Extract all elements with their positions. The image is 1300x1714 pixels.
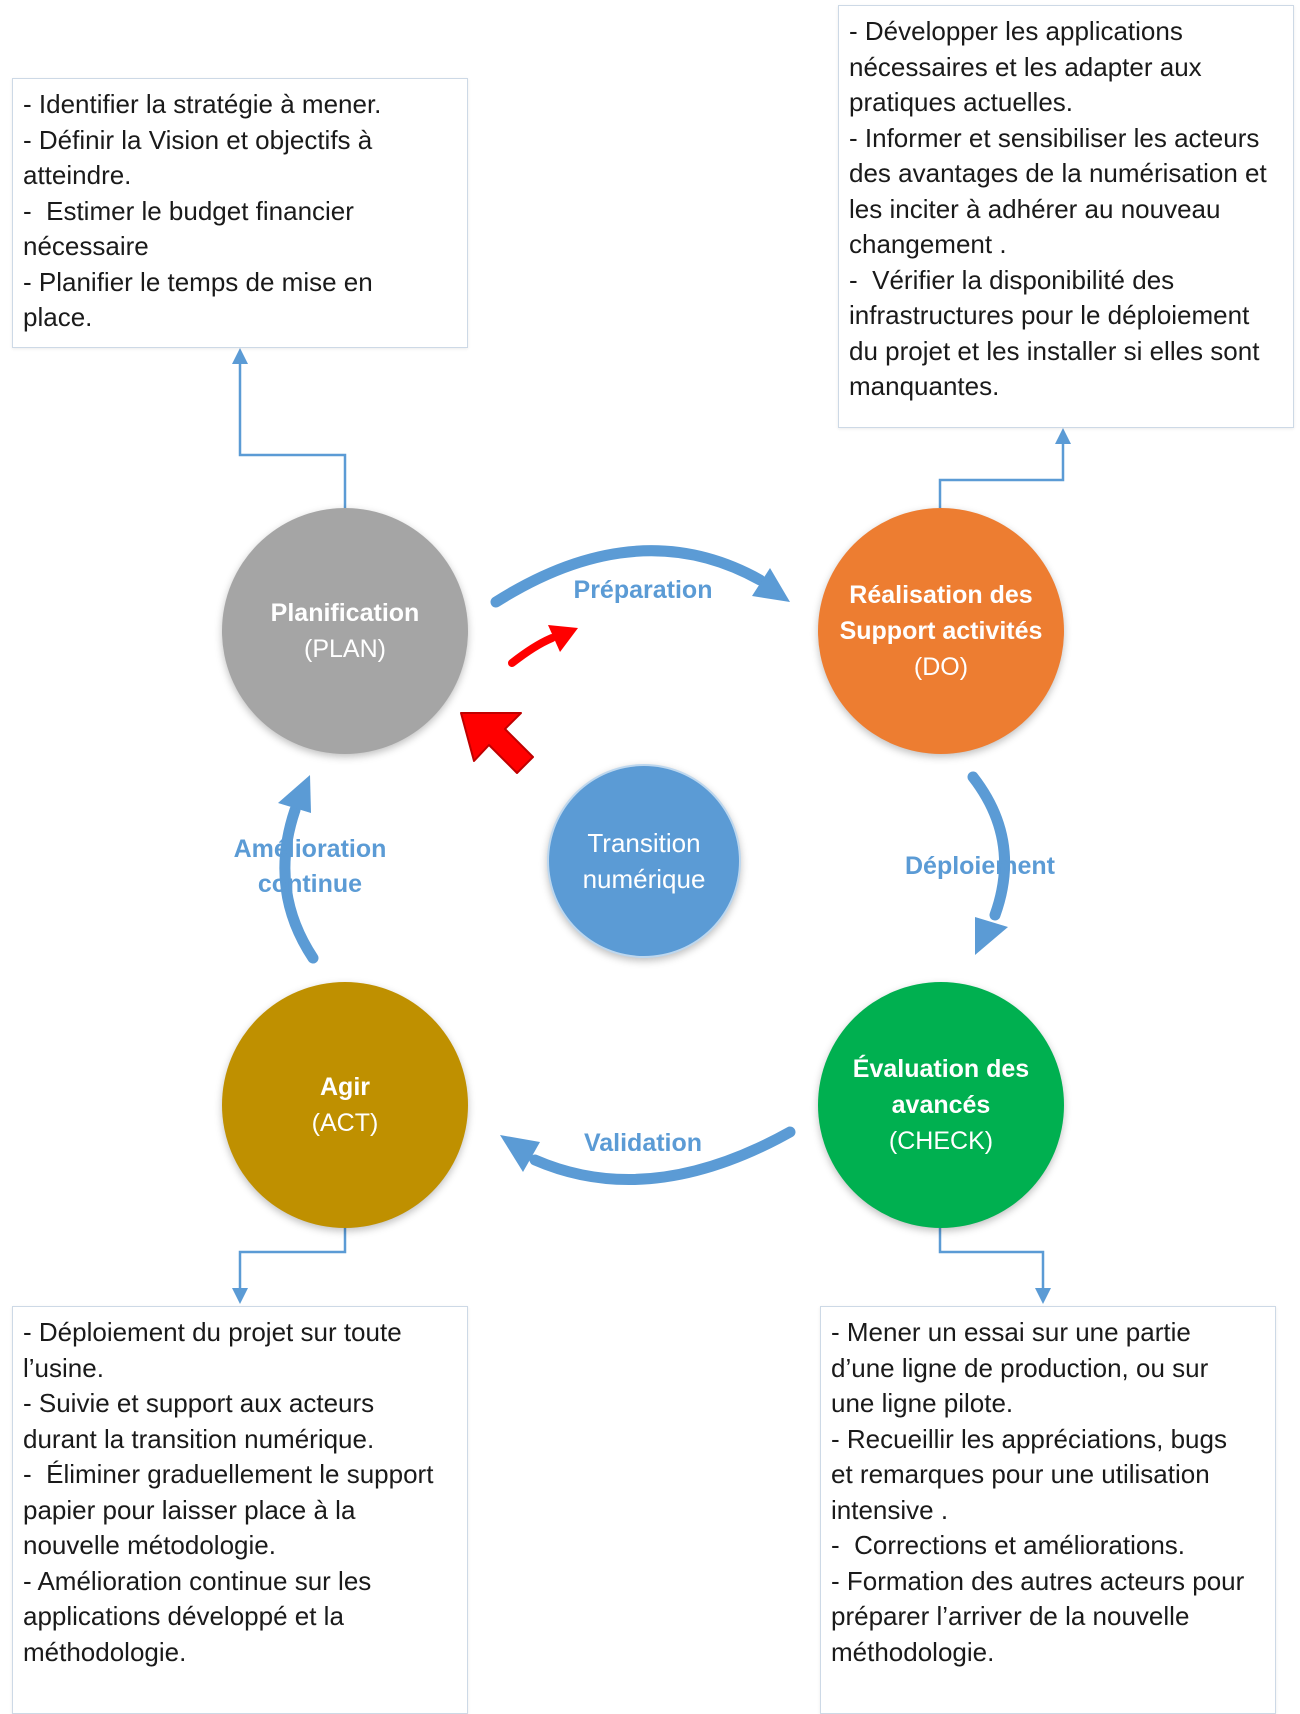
do-box-line: - Vérifier la disponibilité des [849, 264, 1175, 295]
amelioration-arrow [278, 775, 319, 964]
do-connector [938, 428, 1071, 508]
act-box-line: papier pour laisser place à la [23, 1494, 356, 1525]
plan-title: Planification [270, 599, 420, 627]
validation-label: Validation [583, 1129, 703, 1157]
act-box-line: nouvelle métodologie. [23, 1530, 276, 1560]
do-box-line: infrastructures pour le déploiement [849, 300, 1250, 330]
do-title-line1: Réalisation des [849, 581, 1033, 609]
plan-connector [232, 348, 347, 508]
do-box-line: changement . [849, 229, 1007, 259]
act-code: (ACT) [311, 1109, 379, 1137]
act-box-line: - Déploiement du projet sur toute [23, 1317, 402, 1347]
act-box-line: durant la transition numérique. [23, 1423, 375, 1454]
do-box-line: les inciter à adhérer au nouveau [849, 193, 1221, 224]
plan-box-line: - Définir la Vision et objectifs à [23, 124, 373, 155]
act-connector [232, 1228, 347, 1304]
check-box-line: et remarques pour une utilisation [831, 1459, 1210, 1489]
check-box-line: - Formation des autres acteurs pour [831, 1565, 1245, 1596]
do-title-line2: Support activités [839, 617, 1043, 645]
check-title-line1: Évaluation des [852, 1055, 1030, 1083]
check-title-line2: avancés [891, 1091, 991, 1119]
center-line2: numérique [582, 864, 706, 894]
act-box-line: - Amélioration continue sur les [23, 1565, 372, 1596]
check-box-line: - Recueillir les appréciations, bugs [831, 1423, 1227, 1454]
check-box-line: une ligne pilote. [831, 1388, 1014, 1418]
amelioration-label-line2: continue [257, 870, 363, 898]
preparation-arrow [490, 545, 790, 608]
preparation-label: Préparation [573, 576, 713, 604]
deploiement-arrow [967, 771, 1011, 955]
do-box-line: - Informer et sensibiliser les acteurs [849, 122, 1260, 153]
plan-circle: Planification (PLAN) [222, 508, 468, 754]
do-box-line: - Développer les applications [849, 16, 1183, 46]
check-circle: Évaluation des avancés (CHECK) [818, 982, 1064, 1228]
check-description-box: - Mener un essai sur une partie d’une li… [820, 1306, 1276, 1714]
plan-box-line: - Planifier le temps de mise en [23, 266, 373, 297]
plan-code: (PLAN) [304, 635, 386, 663]
amelioration-label-line1: Amélioration [233, 835, 387, 863]
red-curved-arrow [508, 625, 578, 667]
act-box-line: méthodologie. [23, 1636, 187, 1667]
do-box-line: des avantages de la numérisation et [849, 158, 1267, 188]
act-box-line: - Suivie et support aux acteurs [23, 1388, 375, 1418]
do-description-box: - Développer les applications nécessaire… [838, 5, 1294, 428]
check-box-line: - Corrections et améliorations. [831, 1530, 1186, 1560]
do-box-line: pratiques actuelles. [849, 87, 1074, 117]
plan-box-line: - Identifier la stratégie à mener. [23, 89, 382, 119]
plan-box-line: atteindre. [23, 160, 132, 190]
act-title: Agir [320, 1073, 370, 1101]
red-block-arrow [460, 712, 534, 774]
amelioration-label: Amélioration continue [210, 832, 410, 902]
do-code: (DO) [913, 653, 969, 681]
act-box-line: applications développé et la [23, 1601, 344, 1631]
check-box-line: - Mener un essai sur une partie [831, 1317, 1191, 1347]
check-box-line: préparer l’arriver de la nouvelle [831, 1601, 1190, 1631]
check-box-line: intensive . [831, 1494, 949, 1525]
center-line1: Transition [587, 828, 701, 858]
act-box-line: - Éliminer graduellement le support [23, 1459, 434, 1489]
check-code: (CHECK) [888, 1127, 994, 1155]
center-circle: Transition numérique [547, 764, 741, 958]
act-box-line: l’usine. [23, 1352, 104, 1383]
plan-box-line: nécessaire [23, 231, 149, 261]
check-box-line: méthodologie. [831, 1636, 995, 1667]
deploiement-label: Déploiement [904, 852, 1056, 880]
do-box-line: nécessaires et les adapter aux [849, 51, 1202, 82]
act-circle: Agir (ACT) [222, 982, 468, 1228]
plan-description-box: - Identifier la stratégie à mener. - Déf… [12, 78, 468, 348]
plan-box-line: - Estimer le budget financier [23, 195, 354, 226]
act-description-box: - Déploiement du projet sur toute l’usin… [12, 1306, 468, 1714]
plan-box-line: place. [23, 302, 93, 332]
do-circle: Réalisation des Support activités (DO) [818, 508, 1064, 754]
validation-arrow [500, 1126, 796, 1185]
do-box-line: du projet et les installer si elles sont [849, 335, 1260, 366]
check-box-line: d’une ligne de production, ou sur [831, 1352, 1209, 1383]
do-box-line: manquantes. [849, 371, 1000, 401]
check-connector [938, 1228, 1051, 1304]
